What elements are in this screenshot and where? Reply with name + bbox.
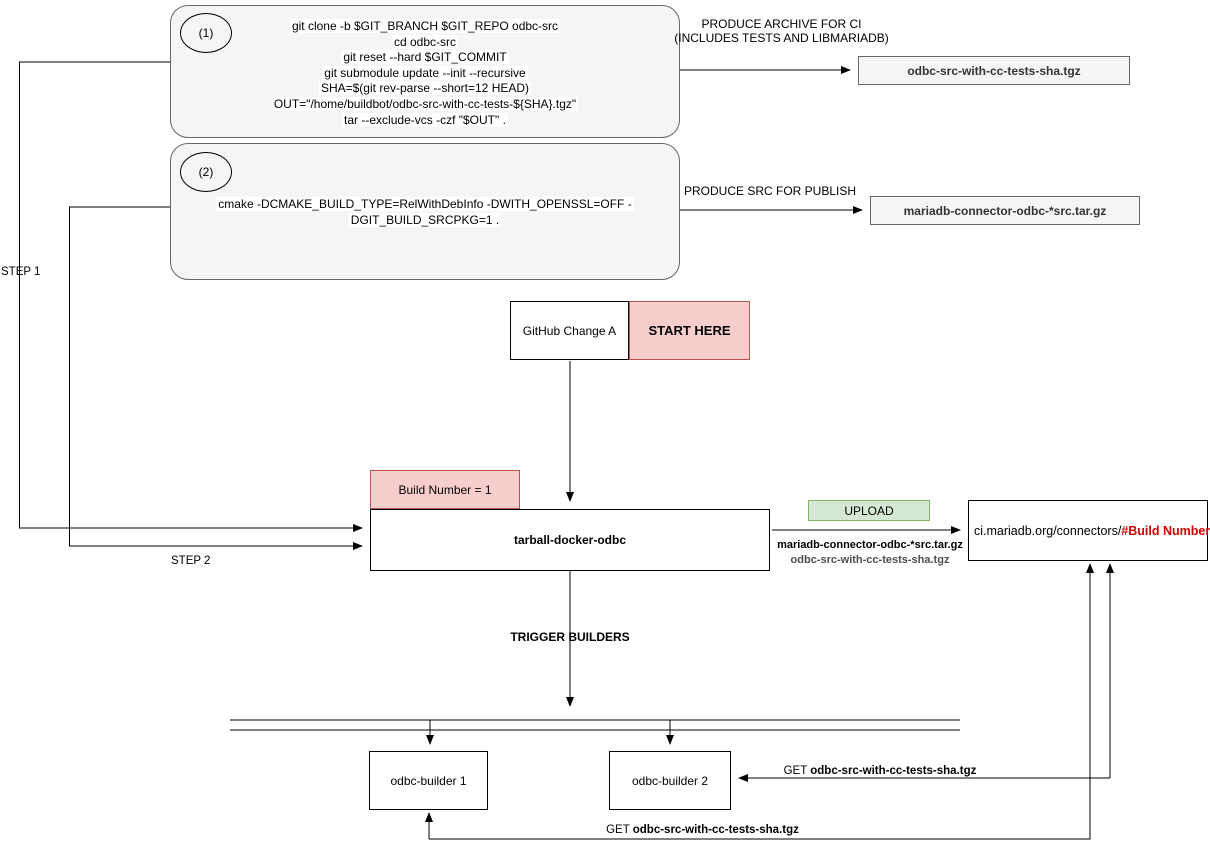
- code-line: git clone -b $GIT_BRANCH $GIT_REPO odbc-…: [289, 19, 561, 33]
- get-file: odbc-src-with-cc-tests-sha.tgz: [632, 824, 799, 836]
- src-artifact-box: mariadb-connector-odbc-*src.tar.gz: [870, 196, 1140, 225]
- github-change-box: GitHub Change A: [510, 301, 629, 360]
- code-line: tar --exclude-vcs -czf "$OUT" .: [342, 112, 508, 127]
- ci-url-text: ci.mariadb.org/connectors/#Build Number#: [974, 524, 1210, 538]
- step1-label: STEP 1: [1, 266, 41, 278]
- step2-label: STEP 2: [171, 555, 211, 567]
- upload-label: UPLOAD: [844, 503, 894, 518]
- odbc-builder1-box: odbc-builder 1: [369, 751, 488, 810]
- trigger-builders-label: TRIGGER BUILDERS: [510, 630, 630, 644]
- build-number-box: Build Number = 1: [370, 470, 520, 509]
- get-file: odbc-src-with-cc-tests-sha.tgz: [810, 765, 977, 777]
- start-here-box: START HERE: [629, 301, 750, 360]
- build-number-label: Build Number = 1: [398, 482, 492, 497]
- ci-mariadb-box: ci.mariadb.org/connectors/#Build Number#: [968, 500, 1210, 561]
- edge-step1: [19, 61, 363, 532]
- code-line: SHA=$(git rev-parse --short=12 HEAD): [318, 81, 532, 96]
- get-label-builder1: GET odbc-src-with-cc-tests-sha.tgz: [600, 823, 805, 837]
- start-here-label: START HERE: [648, 323, 731, 338]
- get-prefix: GET: [606, 824, 630, 836]
- upload-file1-label: mariadb-connector-odbc-*src.tar.gz: [777, 539, 963, 551]
- edge-step2: [69, 206, 363, 550]
- ci-url-prefix: ci.mariadb.org/connectors/: [974, 523, 1122, 538]
- tarball-docker-box: tarball-docker-odbc: [370, 509, 770, 571]
- upload-file2-label: odbc-src-with-cc-tests-sha.tgz: [790, 554, 950, 566]
- code-line: cmake -DCMAKE_BUILD_TYPE=RelWithDebInfo …: [216, 197, 634, 211]
- produce-archive-label: PRODUCE ARCHIVE FOR CI (INCLUDES TESTS A…: [659, 17, 904, 45]
- produce-src-label: PRODUCE SRC FOR PUBLISH: [683, 184, 857, 198]
- step2-badge-label: (2): [198, 165, 214, 179]
- ci-url-build-number: #Build Number#: [1121, 523, 1210, 538]
- archive-artifact-label: odbc-src-with-cc-tests-sha.tgz: [907, 63, 1081, 78]
- step2-badge: (2): [180, 152, 232, 192]
- code-line: git submodule update --init --recursive: [322, 65, 528, 80]
- get-label-builder2: GET odbc-src-with-cc-tests-sha.tgz: [780, 764, 980, 778]
- step1-badge-label: (1): [198, 26, 214, 40]
- edge-get-builder1-to-ci: [429, 563, 1094, 840]
- cmake-command-box: (2) cmake -DCMAKE_BUILD_TYPE=RelWithDebI…: [170, 143, 680, 280]
- tarball-docker-label: tarball-docker-odbc: [513, 533, 627, 547]
- git-commands-text: git clone -b $GIT_BRANCH $GIT_REPO odbc-…: [171, 19, 679, 128]
- code-line: DGIT_BUILD_SRCPKG=1 .: [348, 212, 502, 227]
- step1-badge: (1): [180, 13, 232, 53]
- get-prefix: GET: [783, 765, 808, 777]
- upload-box: UPLOAD: [808, 500, 930, 521]
- code-line: OUT="/home/buildbot/odbc-src-with-cc-tes…: [271, 96, 579, 111]
- produce-archive-line2: (INCLUDES TESTS AND LIBMARIADB): [674, 31, 889, 45]
- git-commands-box: (1) git clone -b $GIT_BRANCH $GIT_REPO o…: [170, 5, 680, 138]
- archive-artifact-box: odbc-src-with-cc-tests-sha.tgz: [858, 56, 1130, 85]
- code-line: cd odbc-src: [391, 34, 459, 49]
- cmake-command-text: cmake -DCMAKE_BUILD_TYPE=RelWithDebInfo …: [171, 197, 679, 228]
- odbc-builder1-label: odbc-builder 1: [390, 773, 467, 788]
- src-artifact-label: mariadb-connector-odbc-*src.tar.gz: [903, 203, 1107, 218]
- produce-archive-line1: PRODUCE ARCHIVE FOR CI: [701, 17, 862, 31]
- code-line: git reset --hard $GIT_COMMIT: [341, 50, 509, 65]
- github-change-label: GitHub Change A: [522, 323, 617, 338]
- odbc-builder2-box: odbc-builder 2: [609, 751, 731, 810]
- odbc-builder2-label: odbc-builder 2: [631, 773, 709, 788]
